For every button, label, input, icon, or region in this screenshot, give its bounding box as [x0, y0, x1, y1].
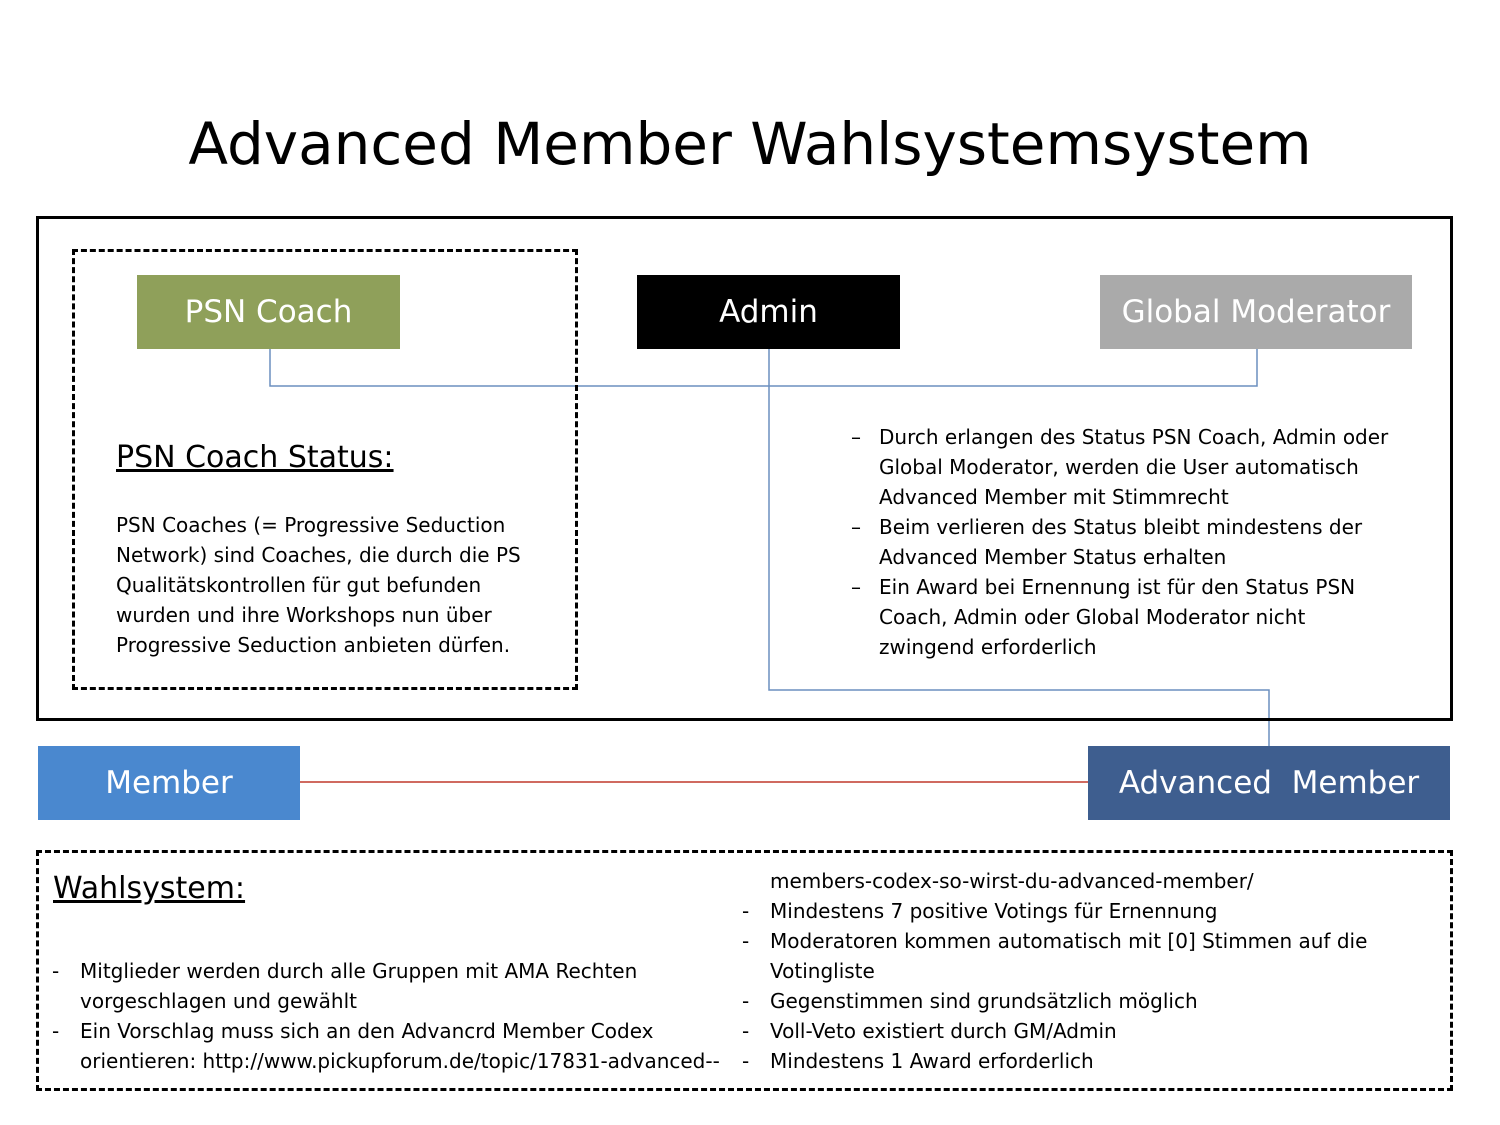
- status-notes-list: Durch erlangen des Status PSN Coach, Adm…: [851, 422, 1388, 662]
- psn-coach-info-box: [72, 249, 578, 690]
- wahlsystem-rule-item: Ein Vorschlag muss sich an den Advancrd …: [52, 1016, 720, 1076]
- wahlsystem-box: [36, 850, 1453, 1091]
- page-title: Advanced Member Wahlsystemsystem: [188, 110, 1312, 178]
- role-psn-coach: PSN Coach: [137, 275, 400, 349]
- role-global-moderator: Global Moderator: [1100, 275, 1412, 349]
- psn-status-line: Network) sind Coaches, die durch die PS: [116, 543, 521, 567]
- psn-to-global-connector: [269, 349, 1258, 387]
- psn-status-line: Progressive Seduction anbieten dürfen.: [116, 633, 511, 657]
- wahlsystem-left-list: Mitglieder werden durch alle Gruppen mit…: [52, 956, 720, 1076]
- wahlsystem-heading: Wahlsystem:: [53, 871, 246, 906]
- status-note-item: Beim verlieren des Status bleibt mindest…: [851, 512, 1388, 572]
- status-frame: [36, 216, 1453, 721]
- wahlsystem-right-list: Mindestens 7 positive Votings für Ernenn…: [742, 896, 1367, 1076]
- status-note-item: Durch erlangen des Status PSN Coach, Adm…: [851, 422, 1388, 512]
- role-admin-label: Admin: [719, 294, 818, 330]
- psn-status-line: Qualitätskontrollen für gut befunden: [116, 573, 482, 597]
- role-member-label: Member: [105, 765, 233, 801]
- wahlsystem-rule-item: Mindestens 1 Award erforderlich: [742, 1046, 1367, 1076]
- role-global-moderator-label: Global Moderator: [1121, 294, 1391, 330]
- role-advanced-member-label: Advanced Member: [1118, 765, 1420, 801]
- wahlsystem-rule-item: Mitglieder werden durch alle Gruppen mit…: [52, 956, 720, 1016]
- wahlsystem-rule-item: Gegenstimmen sind grundsätzlich möglich: [742, 986, 1367, 1016]
- status-note-item: Ein Award bei Ernennung ist für den Stat…: [851, 572, 1388, 662]
- psn-status-description: PSN Coaches (= Progressive Seduction Net…: [116, 510, 521, 660]
- role-psn-coach-label: PSN Coach: [184, 294, 353, 330]
- wahlsystem-link-continuation: members-codex-so-wirst-du-advanced-membe…: [770, 869, 1254, 893]
- psn-status-line: wurden und ihre Workshops nun über: [116, 603, 492, 627]
- role-member: Member: [38, 746, 300, 820]
- wahlsystem-rule-item: Mindestens 7 positive Votings für Ernenn…: [742, 896, 1367, 926]
- wahlsystem-rule-item: Moderatoren kommen automatisch mit [0] S…: [742, 926, 1367, 986]
- role-admin: Admin: [637, 275, 900, 349]
- role-advanced-member: Advanced Member: [1088, 746, 1450, 820]
- psn-status-heading: PSN Coach Status:: [116, 440, 394, 475]
- wahlsystem-rule-item: Voll-Veto existiert durch GM/Admin: [742, 1016, 1367, 1046]
- psn-status-line: PSN Coaches (= Progressive Seduction: [116, 513, 506, 537]
